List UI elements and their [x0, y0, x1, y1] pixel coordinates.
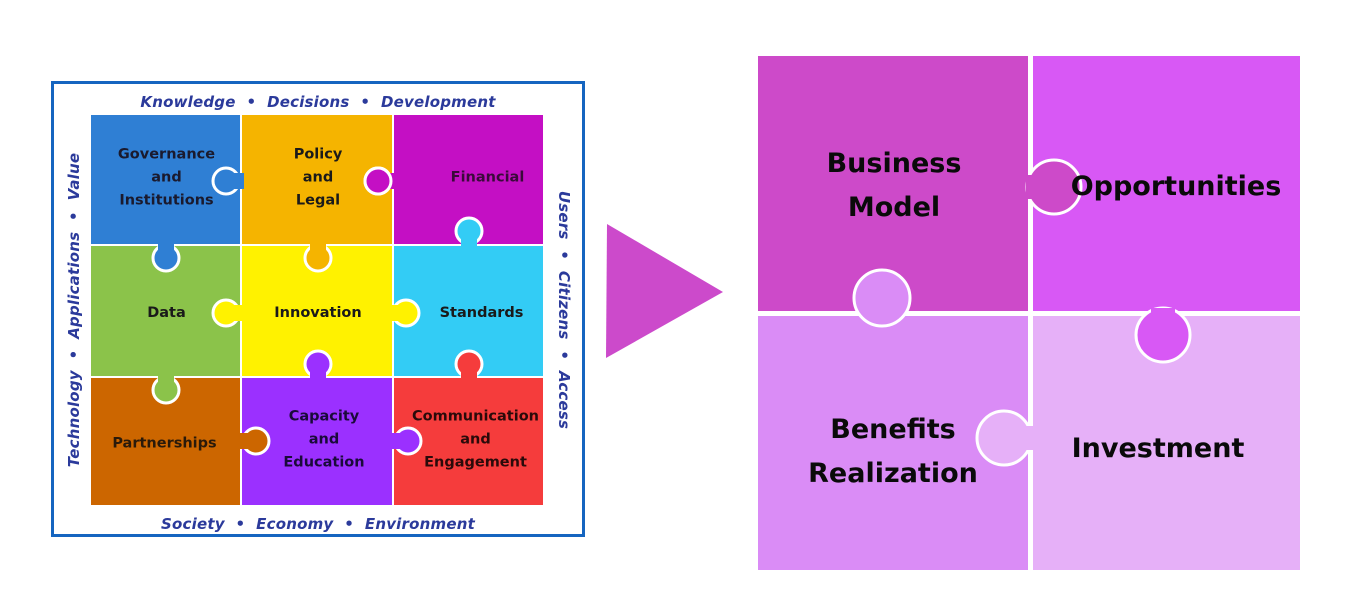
- piece-label-opportunities: Opportunities: [1071, 171, 1282, 202]
- piece-label-partnerships: Partnerships: [112, 436, 216, 452]
- top-side-label: Knowledge • Decisions • Development: [140, 93, 496, 111]
- knob-neck: [238, 433, 258, 449]
- piece-label-data: Data: [147, 305, 186, 321]
- piece-label-investment: Investment: [1072, 433, 1245, 464]
- knob-neck: [310, 240, 326, 260]
- knob-neck: [390, 305, 408, 321]
- arrow-right-icon: [606, 224, 723, 358]
- knob-neck: [158, 240, 174, 260]
- piece-label-innovation: Innovation: [274, 305, 361, 321]
- knob-neck: [310, 364, 326, 384]
- knob-neck: [224, 173, 244, 189]
- puzzle-piece-business-model: [758, 56, 1028, 311]
- knob-neck: [461, 364, 477, 384]
- piece-label-financial: Financial: [451, 170, 525, 186]
- left-pieces: [91, 115, 543, 505]
- knob-neck: [461, 229, 477, 249]
- piece-label-standards: Standards: [440, 305, 524, 321]
- knob-neck: [390, 433, 410, 449]
- bottom-side-label: Society • Economy • Environment: [161, 515, 475, 533]
- knob-neck: [158, 372, 174, 392]
- right-pieces: [757, 55, 1301, 571]
- knob-financial-b: [363, 166, 393, 196]
- knob-neck: [228, 305, 246, 321]
- knob-benefits-up: [852, 268, 912, 328]
